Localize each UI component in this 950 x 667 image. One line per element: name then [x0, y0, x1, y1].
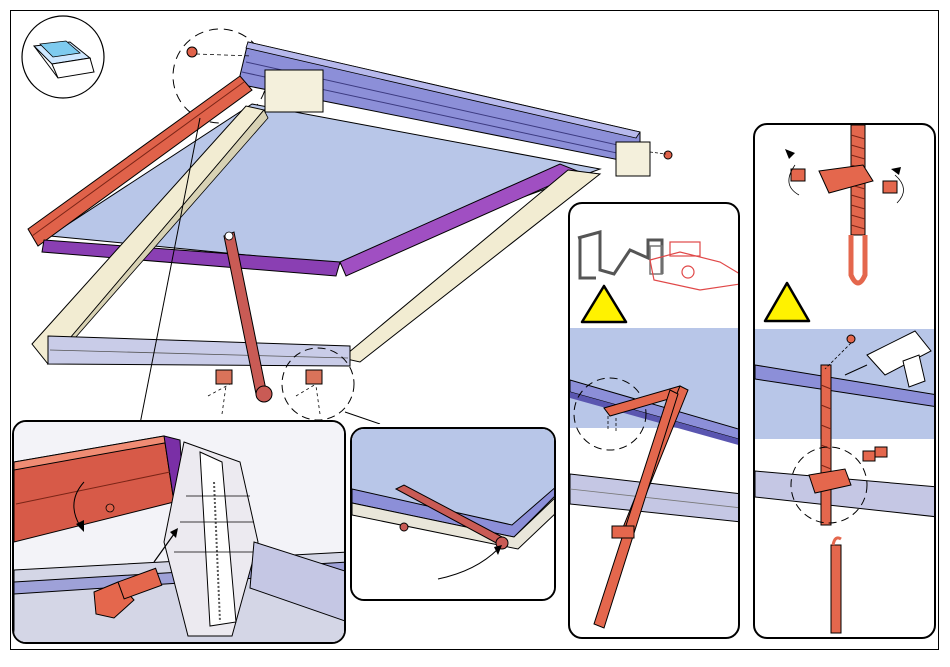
stay-detail-panel	[568, 202, 740, 639]
warning-triangle-icon	[582, 286, 626, 322]
hinge-assembly-icon	[14, 422, 346, 644]
spindle-actuator-icon	[785, 125, 904, 283]
arm-detail-panel	[350, 427, 556, 601]
warning-triangle-icon	[765, 283, 809, 321]
hinge-detail-panel	[12, 420, 346, 644]
support-arm-icon	[352, 429, 556, 601]
actuator-detail-panel	[753, 123, 936, 639]
telescopic-stay-icon	[578, 232, 740, 290]
